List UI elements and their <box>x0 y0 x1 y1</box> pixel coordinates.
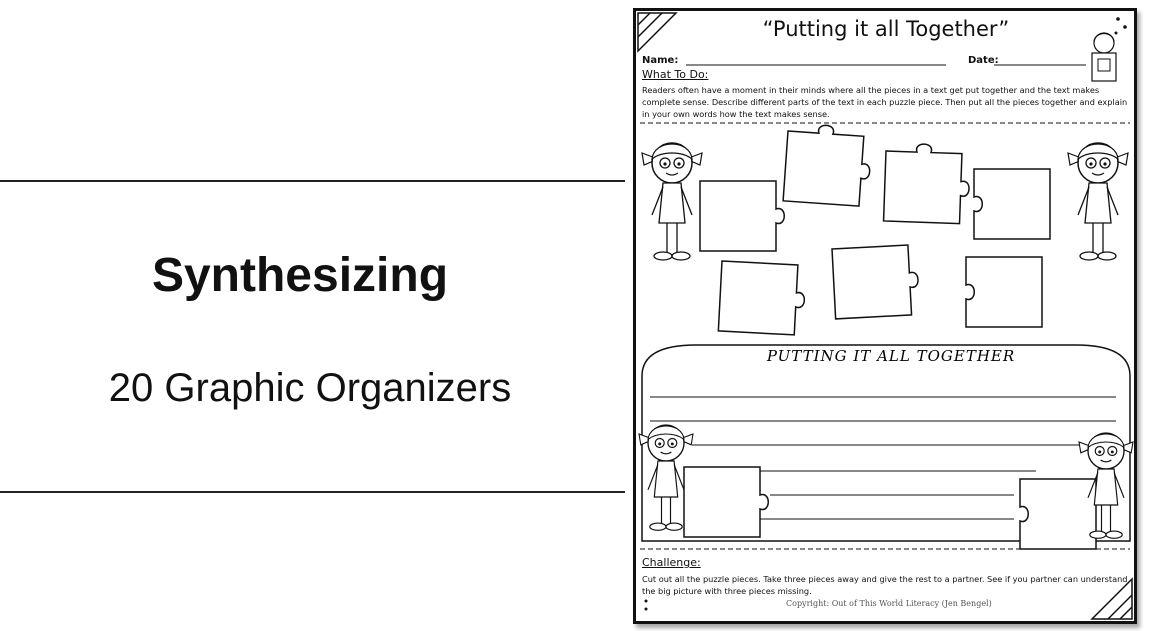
worksheet-preview: “Putting it all Together” Name: Date: Wh… <box>633 8 1137 624</box>
worksheet-title: “Putting it all Together” <box>762 17 1010 41</box>
panel-title: PUTTING IT ALL TOGETHER <box>766 347 1016 365</box>
divider-bottom <box>0 491 625 493</box>
copyright-text: Copyright: Out of This World Literacy (J… <box>786 599 992 608</box>
what-to-do-label: What To Do: <box>642 68 709 81</box>
name-label: Name: <box>642 55 679 66</box>
challenge-text: Cut out all the puzzle pieces. Take thre… <box>642 574 1128 596</box>
divider-top <box>0 180 625 182</box>
cover-subtitle: 20 Graphic Organizers <box>108 366 512 410</box>
challenge-label: Challenge: <box>642 556 701 569</box>
cover-title: Synthesizing <box>151 249 449 302</box>
instructions-text: Readers often have a moment in their min… <box>642 85 1128 119</box>
worksheet-artwork <box>637 12 1134 620</box>
date-label: Date: <box>968 55 999 66</box>
